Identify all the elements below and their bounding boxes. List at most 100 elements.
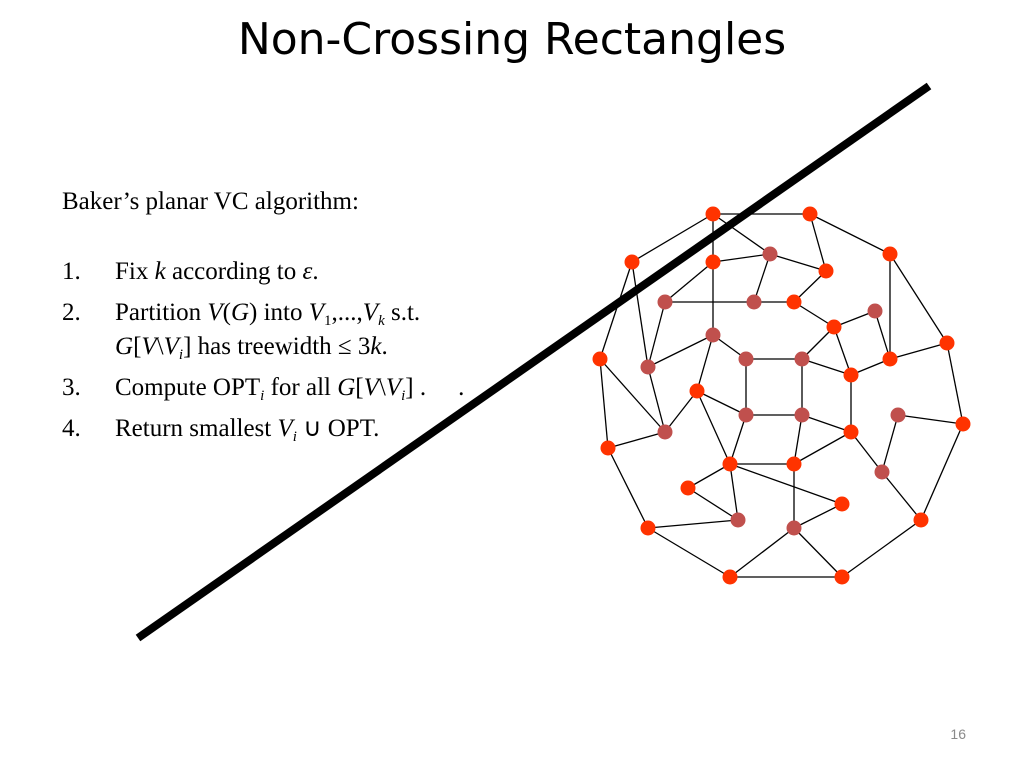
graph-edge	[793, 527, 843, 578]
graph-edge	[687, 463, 731, 489]
graph-edge	[801, 414, 852, 433]
graph-edge	[793, 301, 835, 328]
graph-node-outer	[826, 319, 842, 335]
graph-edge	[897, 414, 964, 425]
graph-node-outer	[640, 520, 656, 536]
step-number: 2.	[62, 299, 81, 326]
graph-node-outer	[834, 569, 850, 585]
graph-edge	[889, 253, 948, 344]
graph-node-outer	[600, 440, 616, 456]
graph-edge	[607, 447, 649, 529]
graph-edge	[696, 390, 731, 465]
graph-edge	[920, 423, 964, 521]
graph-edge	[599, 358, 666, 433]
graph-edge	[647, 519, 739, 529]
step-4: 4. Return smallest Vi ∪ OPT.	[62, 412, 464, 446]
graph-edge	[793, 414, 803, 465]
graph-edge	[664, 390, 698, 433]
step-3: 3. Compute OPTi for all G[V\Vi] ..	[62, 371, 464, 405]
graph-node-outer	[882, 246, 898, 262]
step-2: 2. Partition V(G) into V1,...,Vk s.t. G[…	[62, 296, 464, 364]
graph-node-outer	[705, 254, 721, 270]
graph-node-inner	[762, 246, 778, 262]
graph-edge	[769, 253, 827, 272]
graph-edge	[712, 213, 771, 255]
graph-node-inner	[794, 351, 810, 367]
graph-edge	[696, 390, 747, 416]
step-number: 1.	[62, 258, 81, 285]
graph-edge	[729, 463, 843, 505]
graph-edge	[889, 342, 948, 360]
graph-node-outer	[722, 569, 738, 585]
steps-list: 1. Fix k according to ε. 2. Partition V(…	[62, 255, 464, 453]
graph-edge	[712, 253, 771, 263]
graph-node-outer	[680, 480, 696, 496]
graph-node-outer	[834, 496, 850, 512]
graph-node-outer	[786, 456, 802, 472]
graph-node-outer	[722, 456, 738, 472]
slide-number: 16	[950, 726, 966, 742]
graph-node-outer	[705, 206, 721, 222]
graph-edge	[599, 261, 633, 360]
step-number: 3.	[62, 374, 81, 401]
graph-edge	[809, 213, 827, 272]
graph-node-outer	[843, 367, 859, 383]
graph-edge	[801, 326, 835, 360]
graph-edge	[801, 358, 852, 376]
graph-edge	[647, 366, 666, 433]
graph-node-inner	[705, 327, 721, 343]
graph-edge	[607, 431, 666, 449]
step-number: 4.	[62, 415, 81, 442]
graph-node-inner	[867, 303, 883, 319]
graph-edge	[664, 261, 714, 303]
slide-title: Non-Crossing Rectangles	[237, 14, 787, 65]
graph-edge	[874, 310, 891, 360]
graph-node-inner	[640, 359, 656, 375]
graph-node-inner	[874, 464, 890, 480]
graph-edge	[793, 503, 843, 529]
graph-edges	[599, 213, 964, 578]
graph-node-outer	[939, 335, 955, 351]
graph-edge	[599, 358, 609, 449]
graph-edge	[850, 431, 883, 473]
graph-node-inner	[746, 294, 762, 310]
graph-node-inner	[657, 294, 673, 310]
graph-node-outer	[624, 254, 640, 270]
graph-edge	[631, 213, 714, 263]
graph-node-outer	[818, 263, 834, 279]
graph-node-inner	[730, 512, 746, 528]
graph-edge	[687, 487, 739, 521]
graph-edge	[881, 414, 899, 473]
graph-node-outer	[882, 351, 898, 367]
graph-edge	[881, 471, 922, 521]
graph-node-inner	[794, 407, 810, 423]
graph-edge	[647, 527, 731, 578]
graph-node-outer	[802, 206, 818, 222]
graph-edge	[647, 301, 666, 368]
graph-node-inner	[890, 407, 906, 423]
graph-node-inner	[738, 407, 754, 423]
graph-edge	[631, 261, 649, 368]
graph-node-outer	[913, 512, 929, 528]
graph-edge	[841, 519, 922, 578]
step-1: 1. Fix k according to ε.	[62, 255, 464, 289]
step-text: Compute OPTi for all G[V\Vi] ..	[115, 374, 465, 404]
graph-nodes	[592, 206, 971, 585]
graph-edge	[833, 326, 852, 376]
step-text: Partition V(G) into V1,...,Vk s.t.	[115, 299, 421, 329]
graph-node-outer	[689, 383, 705, 399]
graph-node-inner	[786, 520, 802, 536]
graph-node-outer	[592, 351, 608, 367]
graph-edge	[729, 527, 795, 578]
graph-node-inner	[657, 424, 673, 440]
graph-node-inner	[738, 351, 754, 367]
step-text-continued: G[V\Vi] has treewidth ≤ 3k.	[115, 333, 388, 363]
step-text: Fix k according to ε.	[115, 258, 319, 285]
graph-node-outer	[786, 294, 802, 310]
graph-edge	[647, 334, 714, 368]
graph-edge	[729, 414, 747, 465]
graph-edge	[946, 342, 964, 425]
graph-node-outer	[955, 416, 971, 432]
cut-line	[135, 82, 932, 642]
